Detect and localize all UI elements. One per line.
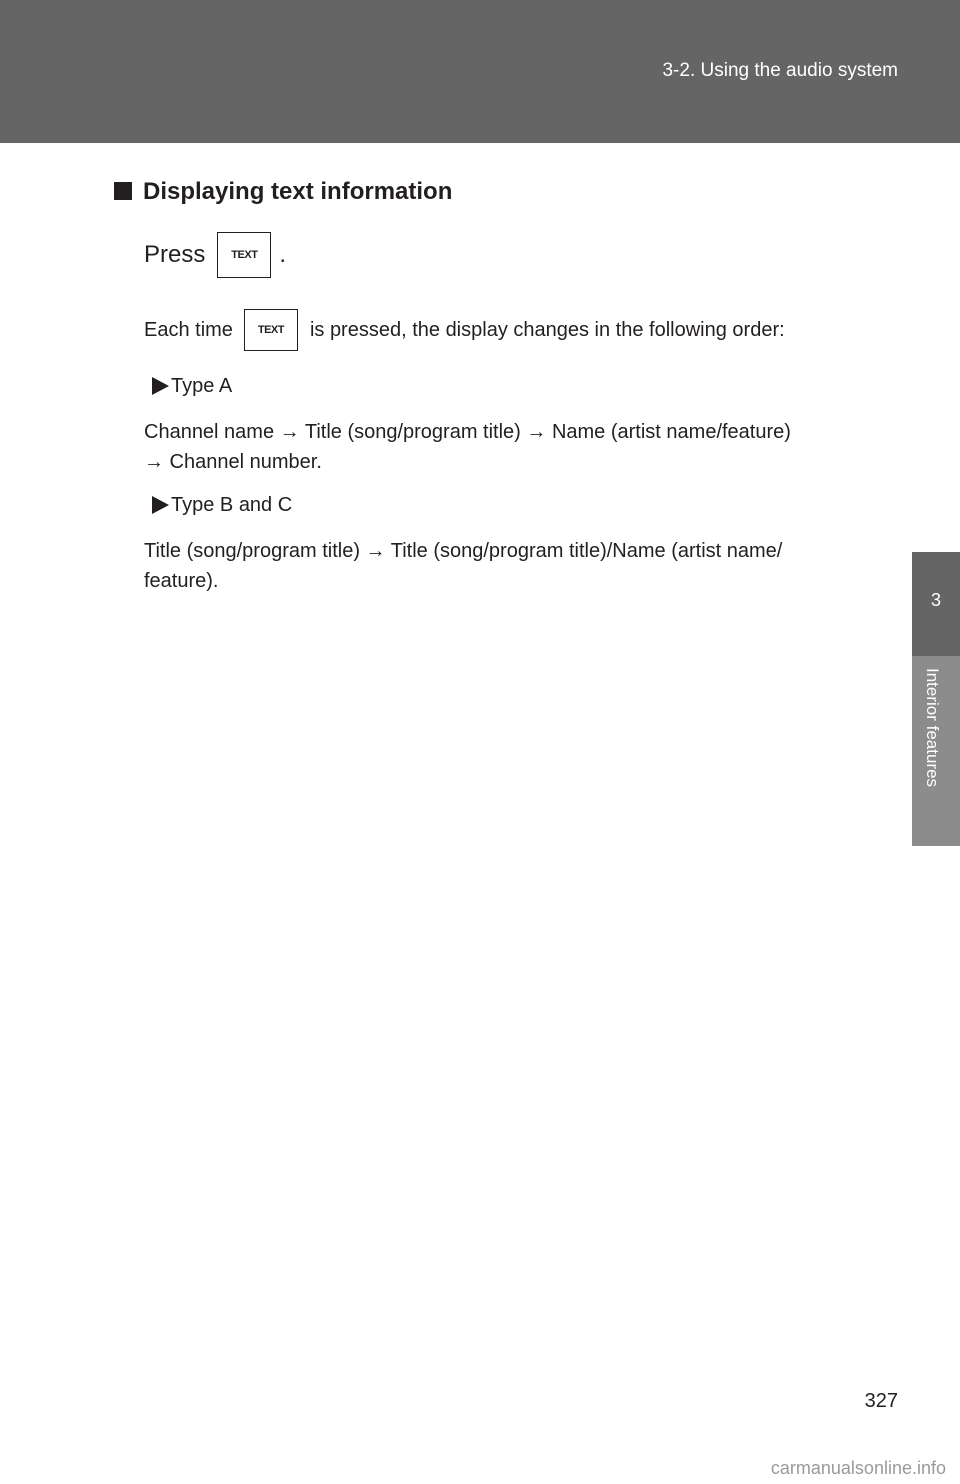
type-bc-line-2: feature).	[144, 570, 219, 592]
type-a-line-1: Channel name → Title (song/program title…	[144, 421, 791, 443]
chapter-number: 3	[930, 590, 941, 610]
press-instruction: Press TEXT .	[144, 232, 286, 278]
header-bar: 3-2. Using the audio system	[0, 0, 960, 143]
type-a-label-text: Type A	[171, 375, 233, 397]
type-a-description: Channel name → Title (song/program title…	[144, 417, 894, 477]
each-time-suffix: is pressed, the display changes in the f…	[309, 318, 785, 341]
triangle-bullet-icon	[152, 496, 169, 514]
each-time-prefix: Each time	[144, 318, 233, 341]
heading-text: Displaying text information	[143, 178, 453, 205]
square-bullet-icon	[114, 182, 132, 200]
chapter-label-tab	[912, 656, 960, 846]
watermark: carmanualsonline.info	[770, 1458, 946, 1478]
type-bc-label: Type B and C	[152, 494, 292, 517]
press-prefix: Press	[144, 241, 206, 268]
chapter-tab	[912, 552, 960, 656]
press-suffix: .	[279, 241, 287, 268]
type-bc-line-1: Title (song/program title) → Title (song…	[144, 540, 783, 562]
section-title: 3-2. Using the audio system	[662, 60, 898, 81]
triangle-bullet-icon	[152, 377, 169, 395]
text-button-icon: TEXT	[243, 309, 298, 351]
type-bc-label-text: Type B and C	[171, 494, 293, 516]
type-a-label: Type A	[152, 375, 232, 398]
each-time-note: Each time TEXT is pressed, the display c…	[144, 309, 785, 351]
page-number: 327	[864, 1390, 898, 1412]
chapter-label: Interior features	[923, 668, 942, 788]
section-heading: Displaying text information	[114, 178, 452, 206]
type-a-line-2: → Channel number.	[144, 451, 322, 473]
type-bc-description: Title (song/program title) → Title (song…	[144, 536, 894, 596]
text-button-icon: TEXT	[217, 232, 272, 278]
